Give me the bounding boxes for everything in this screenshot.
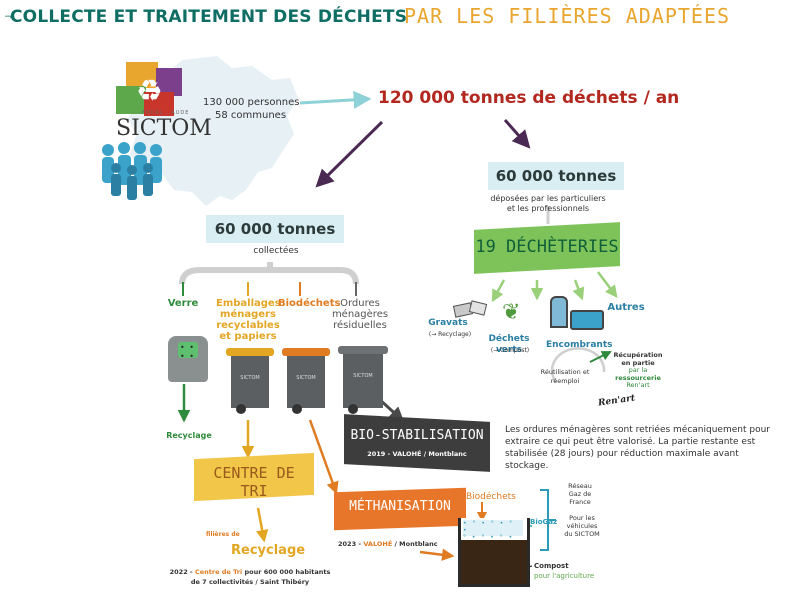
logo-name: SICTOM <box>116 116 212 141</box>
page-subtitle: PAR LES FILIÈRES ADAPTÉES <box>404 4 731 28</box>
recuperation-line-3: par la <box>628 366 648 374</box>
dechets-verts-note: (→ Compost) <box>490 347 530 354</box>
centre-tri-recyclage: Recyclage <box>231 543 306 558</box>
bio-stabilisation-title: BIO-STABILISATION <box>350 428 484 443</box>
centre-tri-caption-highlight: Centre de Tri <box>194 568 243 576</box>
recuperation-line-2: en partie <box>621 358 655 367</box>
glass-dots: • •• • <box>180 343 195 361</box>
reuse-label: Réutilisation et réemploi <box>540 368 590 385</box>
dechetteries-title: 19 DÉCHÈTERIES <box>475 237 619 257</box>
bin-label: SICTOM <box>353 373 373 379</box>
bin-biodechets: SICTOM <box>282 348 330 414</box>
biodechets-input-label: Biodéchets <box>466 492 516 502</box>
bin-body <box>343 354 383 408</box>
gravats-label: Gravats <box>428 318 468 328</box>
category-emballages: Emballages ménagers recyclables et papie… <box>216 298 281 342</box>
bio-stabilisation-caption: 2019 - VALOHÉ / Montblanc <box>367 450 467 458</box>
glass-container: • •• • <box>168 336 208 382</box>
compost-note: pour l'agriculture <box>534 572 595 580</box>
logo-square-green <box>116 86 146 114</box>
population-text: 130 000 personnes <box>203 97 300 108</box>
bin-ordures: SICTOM <box>338 346 388 414</box>
centre-tri-filieres: filières de <box>206 531 240 538</box>
bin-body <box>231 356 269 408</box>
centre-tri-caption-year: 2022 - <box>169 568 195 576</box>
deposited-label: déposées par les particuliers et les pro… <box>490 194 606 213</box>
compost-label: Compost <box>534 562 569 570</box>
recycle-icon: ♻ <box>136 74 163 109</box>
reseau-gaz-label: Réseau Gaz de France <box>568 482 592 506</box>
bin-lid <box>226 348 274 356</box>
digestate <box>461 540 527 584</box>
centre-tri-caption-rest: pour 600 000 habitants <box>242 568 331 576</box>
biogaz-label: BioGaz <box>530 518 558 526</box>
glass-slot <box>178 342 198 358</box>
total-tonnage: 120 000 tonnes de déchets / an <box>378 88 680 108</box>
autres-label: Autres <box>607 302 645 313</box>
bin-wheel <box>292 404 302 414</box>
collected-label: collectées <box>253 246 299 256</box>
bin-label: SICTOM <box>296 375 316 381</box>
green-waste-icon: ❦ <box>502 300 521 325</box>
vehicules-label: Pour les véhicules du SICTOM <box>564 514 600 538</box>
recuperation-line-4: ressourcerie <box>615 373 661 382</box>
bin-body <box>287 356 325 408</box>
bin-wheel <box>236 404 246 414</box>
people-icon <box>102 142 162 200</box>
methanisation-caption-highlight: VALOHÉ <box>363 540 393 548</box>
bin-wheel <box>348 404 358 414</box>
category-biodechets: Biodéchets <box>278 298 341 309</box>
category-ordures: Ordures ménagères résiduelles <box>331 298 389 331</box>
header-dash: ¬ <box>4 12 13 23</box>
methanisation-caption-year: 2023 - <box>338 540 364 548</box>
centre-tri-title: CENTRE DE TRI <box>213 464 295 500</box>
chair-icon <box>550 296 568 328</box>
mattress-icon <box>570 310 604 330</box>
recuperation-line-5: Ren'art <box>626 381 650 389</box>
category-verre: Verre <box>167 298 199 309</box>
bin-label: SICTOM <box>240 375 260 381</box>
bin-lid <box>338 346 388 354</box>
bio-stabilisation-banner <box>344 414 490 472</box>
logo-square-purple <box>156 68 182 96</box>
communes-text: 58 communes <box>215 110 287 121</box>
logo-small-text: FOCAL · AUDE <box>142 110 190 116</box>
methanisation-title: MÉTHANISATION <box>349 499 451 514</box>
sictom-logo: ♻ <box>112 62 192 142</box>
collected-tonnage-box: 60 000 tonnes <box>206 215 344 243</box>
dechets-verts-label: Déchets verts <box>488 334 530 355</box>
biogas-bubbles: • ° • ° • ° •° • ° • ° • <box>463 520 523 541</box>
deposited-tonnage-box: 60 000 tonnes <box>488 162 624 190</box>
page-title: COLLECTE ET TRAITEMENT DES DÉCHETS <box>10 7 408 27</box>
gravats-note: (→ Recyclage) <box>428 331 472 338</box>
centre-tri-caption-1: 2022 - Centre de Tri pour 600 000 habita… <box>150 568 350 576</box>
digester-tank: • ° • ° • ° •° • ° • ° • <box>458 518 530 587</box>
recuperation-text: Récupération en partie par la ressourcer… <box>610 351 666 390</box>
methanisation-caption-rest: / Montblanc <box>392 540 438 548</box>
recuperation-line-1: Récupération <box>613 351 663 359</box>
logo-square-red <box>144 92 174 116</box>
furniture-icon <box>548 296 604 330</box>
gravats-icon <box>452 298 492 318</box>
bio-stabilisation-description: Les ordures ménagères sont retriées méca… <box>505 425 770 471</box>
verre-recyclage: Recyclage <box>166 431 212 440</box>
bin-lid <box>282 348 330 356</box>
logo-square-orange <box>126 62 158 88</box>
methanisation-caption: 2023 - VALOHÉ / Montblanc <box>338 540 438 548</box>
bin-emballages: SICTOM <box>226 348 274 414</box>
centre-tri-caption-2: de 7 collectivités / Saint Thibéry <box>190 578 310 586</box>
encombrants-label: Encombrants <box>546 340 613 350</box>
